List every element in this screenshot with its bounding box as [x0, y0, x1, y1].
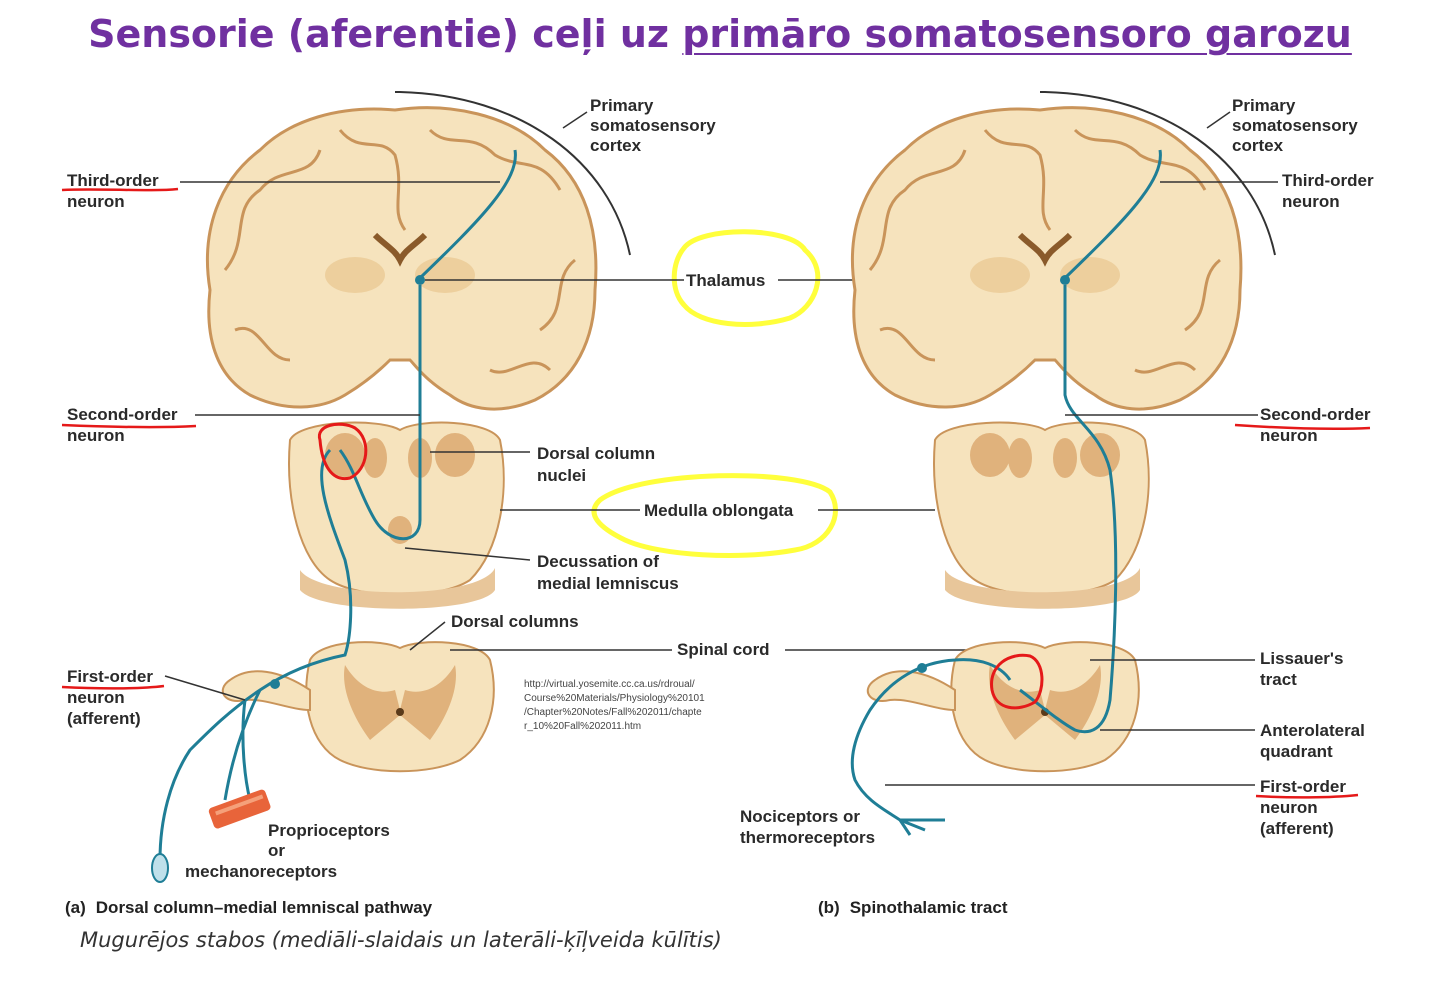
- left-first-order-neuron-path: [158, 448, 353, 861]
- right-third-order-neuron-path: [1063, 149, 1162, 280]
- medulla-highlight: [591, 473, 838, 558]
- thalamus-label: Thalamus: [686, 271, 765, 290]
- source-url: http://virtual.yosemite.cc.ca.us/rdroual…: [524, 679, 705, 732]
- leader-decussation: [404, 547, 531, 561]
- center-labels: Thalamus Medulla oblongata Spinal cord h…: [425, 229, 1015, 732]
- left-ganglion-cell: [270, 679, 280, 689]
- underline-right-first-order: [1255, 793, 1359, 799]
- left-brain: [205, 106, 598, 411]
- right-cortex-bracket: [1040, 91, 1276, 256]
- leader-left-first-order: [164, 675, 246, 701]
- leader-left-cortex: [562, 111, 588, 129]
- left-afferent-branch-path: [223, 689, 262, 801]
- underline-right-second-order: [1234, 423, 1371, 431]
- dorsal-columns-label: Dorsal columns: [451, 612, 579, 631]
- underline-left-second-order: [61, 423, 197, 429]
- title-part-plain: Sensorie (aferentie) ceļi uz: [88, 12, 683, 56]
- right-ganglion-cell: [917, 663, 927, 673]
- right-caption: (b)Spinothalamic tract: [818, 898, 1008, 917]
- footnote: Mugurējos stabos (mediāli-slaidais un la…: [80, 928, 722, 952]
- right-brain: [850, 106, 1243, 411]
- right-second-order-neuron-path: [1019, 285, 1118, 734]
- underline-left-third-order: [61, 187, 179, 192]
- red-annotation-circle-right: [990, 653, 1044, 710]
- red-annotation-circle-left: [317, 422, 368, 481]
- underline-left-first-order: [61, 684, 165, 690]
- mechanoreceptor-icon: [151, 853, 169, 883]
- leader-dorsal-columns: [409, 621, 446, 651]
- left-thalamus-synapse: [415, 275, 425, 285]
- right-medulla: [933, 421, 1150, 609]
- slide-title: Sensorie (aferentie) ceļi uz primāro som…: [0, 12, 1440, 56]
- proprioceptor-icon: [208, 789, 271, 829]
- left-cortex-bracket: [395, 91, 631, 256]
- spinal-cord-label: Spinal cord: [677, 640, 770, 659]
- left-caption: (a)Dorsal column–medial lemniscal pathwa…: [65, 898, 433, 917]
- title-part-underlined: primāro somatosensoro garozu: [682, 12, 1352, 56]
- left-second-order-neuron-path: [338, 285, 422, 541]
- leader-right-cortex: [1206, 111, 1231, 129]
- right-first-order-neuron-path: [850, 658, 1012, 836]
- right-spinal-cord: [866, 641, 1140, 773]
- left-spinal-cord: [221, 641, 495, 773]
- left-third-order-neuron-path: [418, 149, 517, 280]
- medulla-label: Medulla oblongata: [644, 501, 794, 520]
- thalamus-highlight: [671, 229, 821, 327]
- right-thalamus-synapse: [1060, 275, 1070, 285]
